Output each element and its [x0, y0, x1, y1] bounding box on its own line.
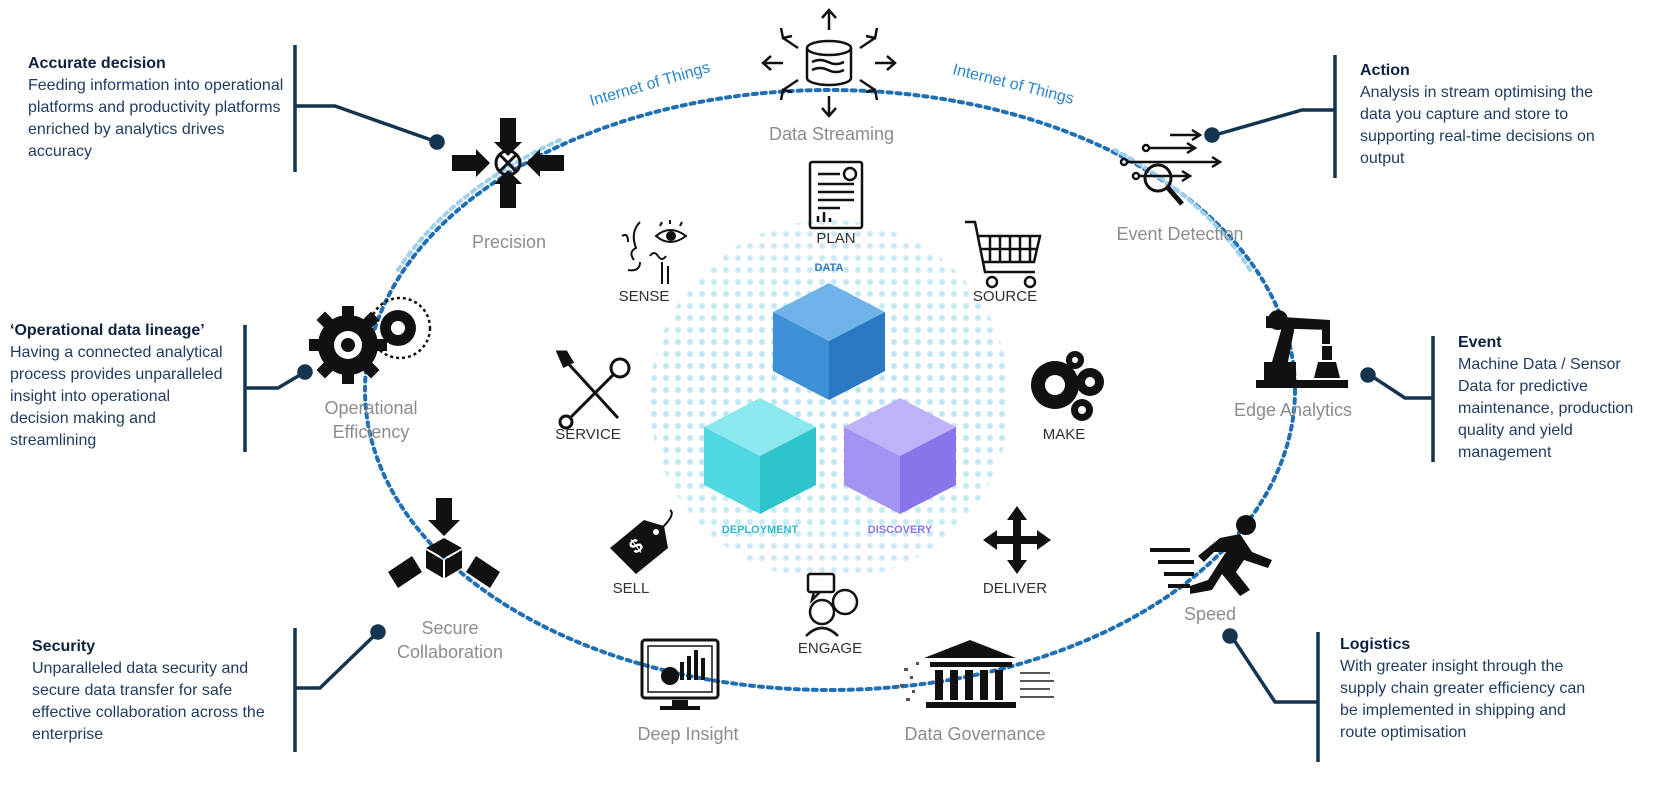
service-tools-icon — [555, 350, 631, 430]
label-make: MAKE — [1042, 426, 1086, 443]
bank-building-icon — [900, 640, 1054, 708]
target-arrows-icon — [452, 118, 564, 208]
database-broadcast-icon — [761, 8, 897, 118]
connector-dot-logistics — [1222, 628, 1238, 644]
label-speed: Speed — [1183, 604, 1237, 624]
panel-title: Event — [1458, 334, 1502, 351]
label-source: SOURCE — [972, 288, 1038, 305]
label-service: SERVICE — [555, 426, 621, 443]
panel-body: Feeding information into operational pla… — [28, 77, 284, 160]
label-secure-line: Secure — [421, 618, 479, 638]
label-data-governance: Data Governance — [904, 724, 1046, 744]
panel-title: Logistics — [1340, 636, 1411, 653]
cube-deployment — [704, 398, 816, 514]
label-secure-collaboration: Secure Collaboration — [385, 616, 515, 664]
panel-title: Accurate decision — [28, 55, 166, 72]
ring-dotted-path — [363, 88, 1297, 692]
label-deliver: DELIVER — [982, 580, 1048, 597]
connector-dot-accurate — [429, 134, 445, 150]
monitor-chart-icon — [640, 638, 720, 710]
connector-dot-lineage — [297, 364, 313, 380]
gears-icon — [309, 296, 432, 384]
panel-security: Security Unparalleled data security and … — [32, 636, 282, 746]
cube-data — [773, 283, 885, 400]
engage-people-icon — [805, 572, 859, 637]
dotted-halo — [650, 220, 1010, 580]
panel-body: Machine Data / Sensor Data for predictiv… — [1458, 356, 1634, 461]
panel-body: Having a connected analytical process pr… — [10, 344, 223, 449]
cube-label-deployment: DEPLOYMENT — [721, 524, 799, 536]
connector-dot-event — [1360, 367, 1376, 383]
label-event-detection: Event Detection — [1116, 224, 1244, 244]
panel-title: ‘Operational data lineage’ — [10, 322, 205, 339]
label-precision: Precision — [471, 232, 547, 252]
connector-security — [293, 628, 380, 752]
panel-title: Action — [1360, 62, 1410, 79]
label-plan: PLAN — [816, 230, 856, 247]
panel-title: Security — [32, 638, 96, 655]
halo-dots — [650, 220, 1010, 580]
connector-action — [1214, 55, 1337, 178]
label-engage: ENGAGE — [797, 640, 863, 657]
sell-tag-icon: $ — [610, 509, 673, 574]
plan-document-icon — [808, 160, 864, 230]
connector-lineage — [243, 325, 306, 452]
panel-event: Event Machine Data / Sensor Data for pre… — [1458, 332, 1656, 464]
connectors — [243, 45, 1435, 762]
label-edge-analytics: Edge Analytics — [1233, 400, 1353, 420]
ring — [363, 88, 1297, 692]
panel-action: Action Analysis in stream optimising the… — [1360, 60, 1600, 170]
robot-arm-icon — [1256, 310, 1348, 388]
converging-arrows-cube-icon — [388, 498, 500, 588]
deliver-arrows-icon — [983, 506, 1051, 574]
label-sell: SELL — [612, 580, 650, 597]
label-operational-line: Operational — [324, 398, 418, 418]
label-sense: SENSE — [618, 288, 670, 305]
panel-accurate-decision: Accurate decision Feeding information in… — [28, 53, 288, 163]
panel-body: Unparalleled data security and secure da… — [32, 660, 265, 743]
connector-dot-security — [370, 624, 386, 640]
shopping-cart-icon — [965, 220, 1042, 289]
label-collaboration-line: Collaboration — [396, 642, 504, 662]
connector-accurate — [293, 45, 438, 172]
connector-event — [1369, 336, 1435, 462]
cube-label-discovery: DISCOVERY — [867, 524, 933, 536]
running-man-icon — [1150, 515, 1272, 596]
ring-light-segment — [396, 138, 562, 272]
panel-body: Analysis in stream optimising the data y… — [1360, 84, 1595, 167]
label-deep-insight: Deep Insight — [637, 724, 739, 744]
cube-label-data: DATA — [814, 262, 844, 274]
panel-logistics: Logistics With greater insight through t… — [1340, 634, 1590, 744]
make-gears-icon — [1031, 351, 1104, 421]
connector-logistics — [1230, 632, 1320, 762]
ring-light-segment-right — [1113, 148, 1252, 272]
panel-operational-lineage: ‘Operational data lineage’ Having a conn… — [10, 320, 225, 452]
label-efficiency-line: Efficiency — [332, 422, 410, 442]
connector-dot-action — [1204, 127, 1220, 143]
sense-face-eye-icon — [621, 220, 688, 284]
label-operational-efficiency: Operational Efficiency — [306, 396, 436, 444]
panel-body: With greater insight through the supply … — [1340, 658, 1586, 741]
magnifier-signal-icon — [1119, 128, 1223, 206]
label-data-streaming: Data Streaming — [769, 124, 895, 144]
cube-discovery — [844, 398, 956, 514]
